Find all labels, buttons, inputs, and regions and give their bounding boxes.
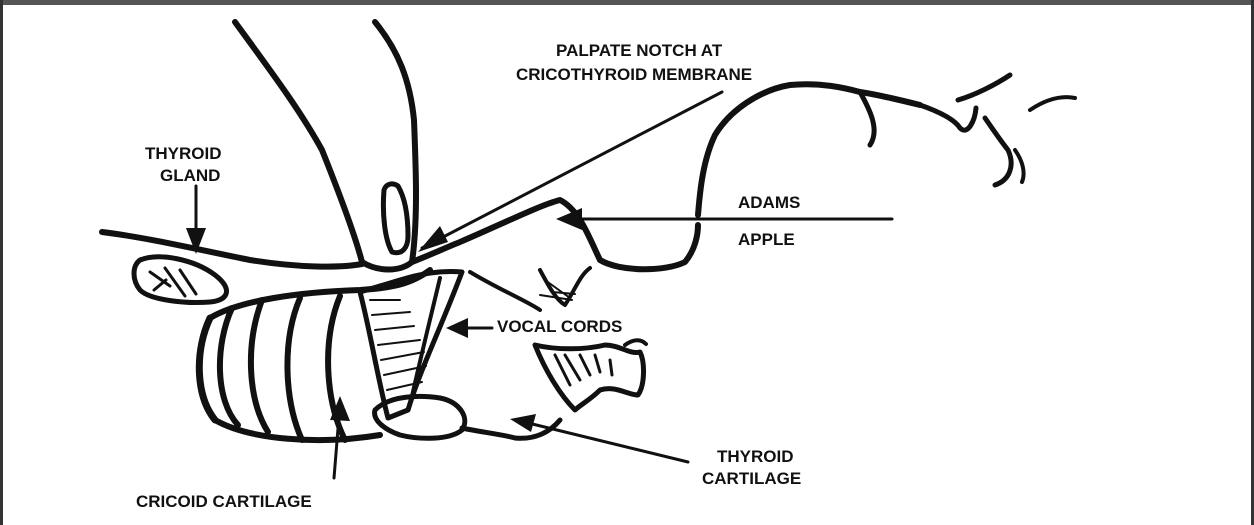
arrowhead-adams: [556, 208, 582, 230]
label-palpate-line2: CRICOTHYROID MEMBRANE: [516, 64, 752, 85]
face-detail-3: [1030, 97, 1075, 110]
hyoid-tip: [625, 340, 646, 345]
label-adams: ADAMS: [738, 192, 800, 213]
hyoid-fan: [535, 345, 644, 410]
label-vocal-cords: VOCAL CORDS: [497, 316, 622, 337]
finger-outline: [235, 22, 416, 270]
trachea-top: [210, 270, 430, 318]
ring-1: [199, 318, 215, 420]
ring-4: [287, 298, 302, 440]
fingernail: [383, 184, 408, 253]
lip-line: [860, 92, 874, 145]
chin-line: [920, 105, 976, 130]
neck-skin-line-right: [412, 200, 698, 269]
arrow-thyroid-cartilage-line: [520, 421, 688, 462]
label-thyroid-gland-line1: THYROID: [145, 143, 222, 164]
label-cricoid-cartilage: CRICOID CARTILAGE: [136, 491, 312, 512]
arrowhead-thyroid-cartilage: [510, 414, 536, 432]
label-thyroid-cartilage-line2: CARTILAGE: [702, 468, 801, 489]
face-detail-1: [985, 118, 1011, 185]
larynx-under: [470, 272, 540, 310]
face-detail-2: [1015, 150, 1024, 182]
nose-line: [958, 75, 1010, 100]
face-profile: [698, 84, 920, 215]
thyroid-cartilage-outline: [462, 420, 560, 438]
label-thyroid-gland-line2: GLAND: [160, 165, 220, 186]
label-thyroid-cartilage-line1: THYROID: [717, 446, 794, 467]
label-apple: APPLE: [738, 229, 795, 250]
thyroid-gland-texture: [150, 268, 196, 296]
label-palpate-line1: PALPATE NOTCH AT: [556, 40, 722, 61]
ring-2: [220, 308, 238, 425]
hyoid-texture: [555, 355, 612, 385]
arrowhead-vocal: [446, 318, 468, 338]
thyroid-gland-shape: [134, 257, 226, 303]
ring-3: [251, 300, 268, 432]
